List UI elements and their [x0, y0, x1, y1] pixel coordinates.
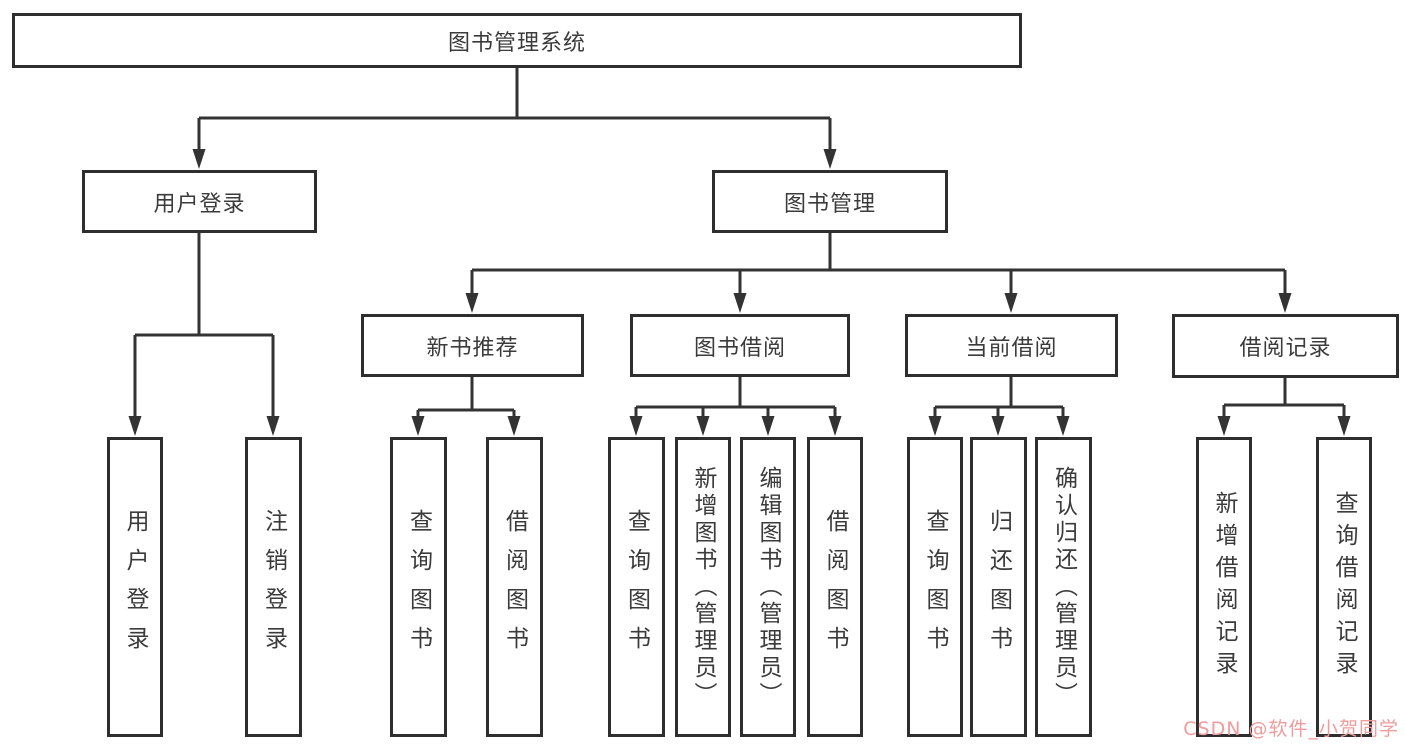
leaf-query-borrow-record: 查询借阅记录 [1316, 437, 1372, 737]
node-label: 借阅记录 [1239, 336, 1332, 361]
node-label: 新书推荐 [426, 335, 519, 361]
leaf-borrow-books-recommend: 借阅图书 [486, 437, 543, 737]
leaf-add-borrow-record: 新增借阅记录 [1196, 437, 1252, 737]
node-library-system: 图书管理系统 [12, 13, 1022, 68]
node-label: 图书管理 [783, 191, 876, 217]
leaf-query-books-current: 查询图书 [907, 437, 963, 737]
leaf-edit-books-admin: 编辑图书（管理员） [740, 437, 796, 737]
node-label: 借阅图书 [501, 509, 528, 665]
leaf-query-books-borrowing: 查询图书 [608, 437, 665, 737]
csdn-watermark: CSDN @软件_小贺同学 [1183, 718, 1399, 740]
node-label: 查询图书 [405, 509, 432, 665]
node-book-management: 图书管理 [712, 170, 948, 233]
node-new-book-recommend: 新书推荐 [361, 314, 584, 377]
node-current-borrowing: 当前借阅 [905, 314, 1118, 377]
node-label: 新增借阅记录 [1211, 491, 1237, 683]
node-label: 确认归还（管理员） [1050, 465, 1077, 709]
node-label: 注销登录 [260, 509, 287, 665]
node-label: 查询图书 [623, 509, 650, 665]
leaf-return-books: 归还图书 [970, 437, 1027, 737]
node-book-borrowing: 图书借阅 [630, 314, 850, 377]
node-label: 用户登录 [122, 509, 148, 665]
node-user-login: 用户登录 [82, 170, 317, 233]
node-label: 新增图书（管理员） [690, 465, 716, 709]
node-label: 借阅图书 [822, 509, 848, 665]
leaf-add-books-admin: 新增图书（管理员） [675, 437, 731, 737]
leaf-logout: 注销登录 [245, 437, 302, 737]
node-label: 当前借阅 [965, 335, 1058, 361]
node-label: 图书管理系统 [447, 30, 586, 56]
arrowheads [128, 149, 1351, 436]
node-label: 查询借阅记录 [1331, 491, 1357, 683]
node-borrowing-records: 借阅记录 [1172, 314, 1399, 378]
leaf-confirm-return-admin: 确认归还（管理员） [1035, 437, 1092, 737]
node-label: 归还图书 [985, 509, 1012, 665]
node-label: 图书借阅 [693, 335, 786, 361]
node-label: 用户登录 [153, 191, 246, 217]
leaf-query-books-recommend: 查询图书 [390, 437, 447, 737]
node-label: 编辑图书（管理员） [755, 465, 781, 709]
leaf-borrow-books: 借阅图书 [807, 437, 863, 737]
node-label: 查询图书 [922, 509, 948, 665]
leaf-user-login: 用户登录 [107, 437, 163, 737]
